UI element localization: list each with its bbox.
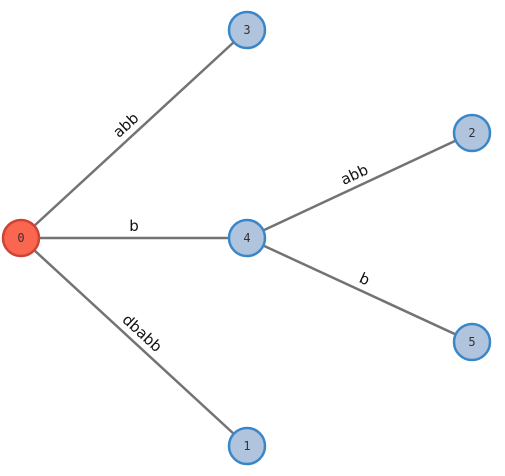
node-circle [452,322,492,362]
edge-line [246,131,473,240]
nodes-layer: 0 3 4 1 2 5 [1,10,492,466]
edge-label: b [356,269,372,289]
node-circle [227,10,267,50]
edge-line [246,236,473,344]
node-label: 3 [243,23,250,37]
node-circle [452,113,492,153]
edge-0-3: abb [20,29,248,239]
node-label: 1 [243,439,250,453]
edge-label: abb [109,109,142,141]
node-label: 0 [17,231,24,245]
root-node-circle [1,218,41,258]
edge-4-5: b [246,236,473,344]
node-0: 0 [1,218,41,258]
node-2: 2 [452,113,492,153]
edges-layer: abb b dbabb abb b [20,29,473,447]
node-label: 4 [243,231,250,245]
node-circle [227,218,267,258]
edge-4-2: abb [246,131,473,240]
edge-0-4: b [21,217,247,240]
node-circle [227,426,267,466]
node-label: 5 [468,335,475,349]
edge-label: b [129,217,139,235]
node-5: 5 [452,322,492,362]
edge-0-1: dbabb [20,237,248,447]
node-1: 1 [227,426,267,466]
node-4: 4 [227,218,267,258]
edge-label: abb [338,160,371,188]
node-3: 3 [227,10,267,50]
edge-line [20,237,248,447]
node-label: 2 [468,126,475,140]
edge-line [20,29,248,239]
